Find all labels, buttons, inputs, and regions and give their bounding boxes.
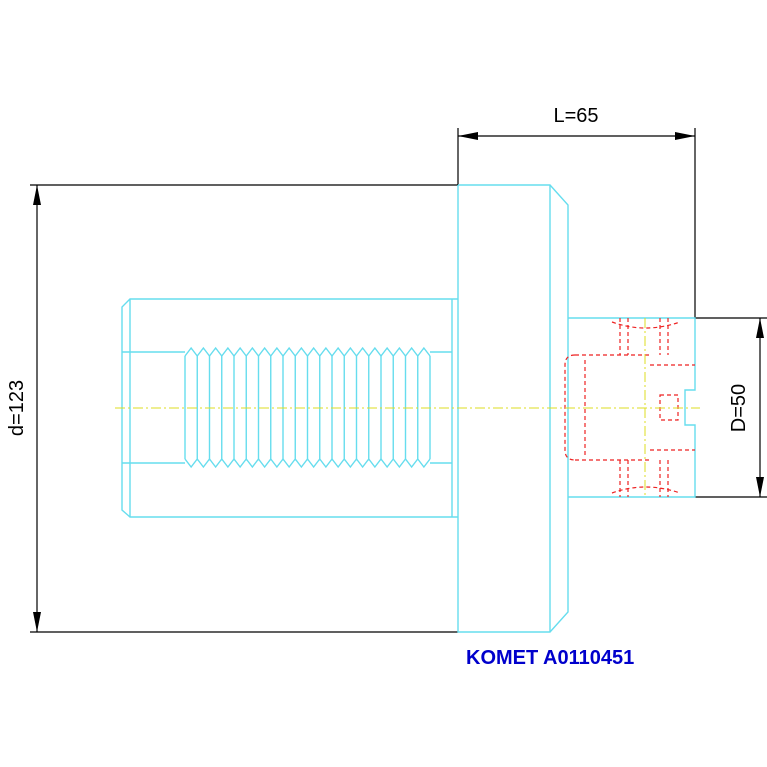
dimension-diameter: d=123	[6, 184, 458, 633]
part-number-caption: KOMET A0110451	[466, 647, 634, 669]
thread-section	[184, 346, 431, 469]
dimension-length: L=65	[457, 105, 696, 318]
dimension-shank-diameter: D=50	[695, 317, 767, 498]
shank-diameter-label: D=50	[728, 384, 750, 432]
thread-crest	[184, 346, 431, 358]
length-label: L=65	[553, 105, 598, 127]
body-outline	[121, 184, 696, 633]
thread-crest	[184, 457, 431, 469]
diameter-label: d=123	[6, 380, 28, 436]
